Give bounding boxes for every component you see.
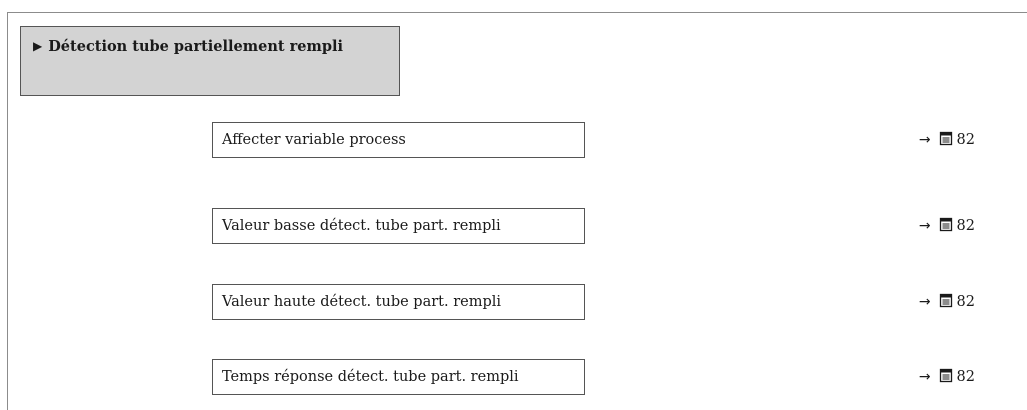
book-icon [939,217,953,236]
book-icon [939,368,953,387]
book-icon [939,131,953,150]
page-number: 82 [956,294,975,310]
book-icon [939,293,953,312]
parameter-valeur-haute[interactable]: Valeur haute détect. tube part. rempli [212,284,585,320]
arrow-right-icon: → [918,369,931,385]
page-number: 82 [956,369,975,385]
parameter-temps-reponse[interactable]: Temps réponse détect. tube part. rempli [212,359,585,395]
frame-left-line [7,12,8,410]
arrow-right-icon: → [918,218,931,234]
parameter-label: Affecter variable process [222,132,406,148]
page-reference[interactable]: → 82 [919,122,975,158]
submenu-arrow-icon: ▶ [33,39,43,53]
frame-top-line [7,12,1027,13]
parameter-label: Valeur haute détect. tube part. rempli [222,294,502,310]
submenu-header[interactable]: ▶ Détection tube partiellement rempli [20,26,400,96]
parameter-valeur-basse[interactable]: Valeur basse détect. tube part. rempli [212,208,585,244]
page-number: 82 [956,132,975,148]
parameter-affecter-variable-process[interactable]: Affecter variable process [212,122,585,158]
page-reference[interactable]: → 82 [919,359,975,395]
arrow-right-icon: → [918,132,931,148]
arrow-right-icon: → [918,294,931,310]
page-reference[interactable]: → 82 [919,208,975,244]
page-number: 82 [956,218,975,234]
parameter-label: Valeur basse détect. tube part. rempli [222,218,501,234]
submenu-title: Détection tube partiellement rempli [48,38,343,55]
page-reference[interactable]: → 82 [919,284,975,320]
parameter-label: Temps réponse détect. tube part. rempli [222,369,519,385]
